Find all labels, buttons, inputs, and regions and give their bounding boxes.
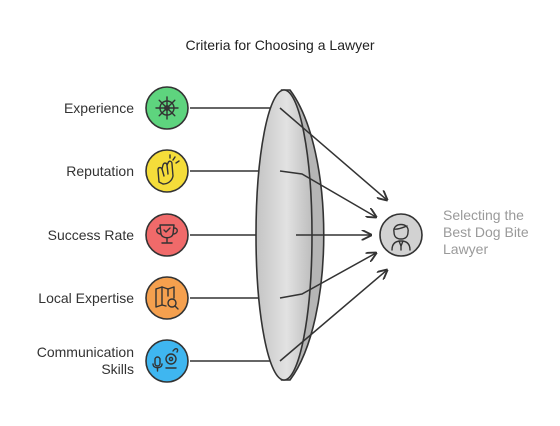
arrow-experience	[279, 107, 387, 200]
ship-wheel-icon	[155, 96, 179, 120]
diagram-title: Criteria for Choosing a Lawyer	[185, 37, 375, 53]
arrow-local-expertise	[279, 253, 376, 299]
arrow-reputation	[279, 170, 376, 217]
outcome-label: Selecting the Best Dog Bite Lawyer	[443, 207, 529, 257]
lens	[255, 89, 325, 381]
arrow-communication	[279, 270, 387, 362]
map-search-icon	[155, 286, 179, 310]
criterion-label-local-expertise: Local Expertise	[38, 290, 134, 306]
outcome-node	[379, 213, 423, 257]
criterion-label-reputation: Reputation	[66, 163, 134, 179]
criterion-node-reputation	[145, 149, 189, 193]
criterion-label-success-rate: Success Rate	[47, 227, 134, 243]
lawyer-icon	[391, 223, 411, 251]
criterion-node-local-expertise	[145, 276, 189, 320]
output-arrows	[279, 107, 387, 362]
criterion-node-communication-skills	[145, 339, 189, 383]
clapping-hands-icon	[157, 154, 180, 185]
criterion-node-success-rate	[145, 213, 189, 257]
microphone-chat-icon	[152, 348, 179, 372]
criterion-label-communication-skills: Communication Skills	[36, 344, 134, 377]
criterion-label-experience: Experience	[63, 100, 134, 116]
criterion-node-experience	[145, 86, 189, 130]
trophy-icon	[156, 224, 178, 244]
